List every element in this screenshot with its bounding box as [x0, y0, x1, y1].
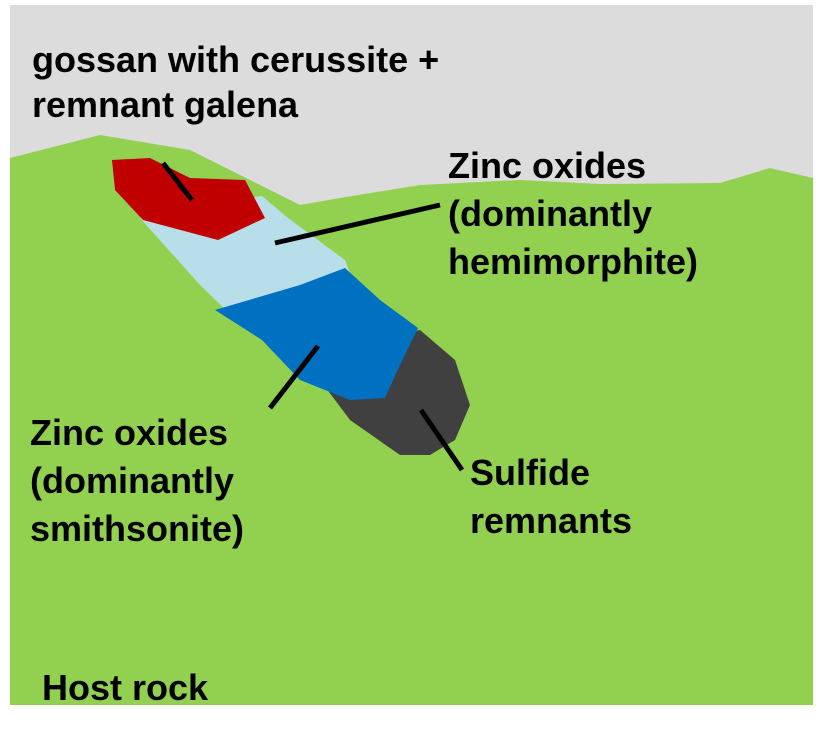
sulfide-label-line-2: remnants	[470, 500, 632, 541]
smithsonite-label-line-2: (dominantly	[30, 460, 234, 501]
hemimorphite-label-line-2: (dominantly	[448, 193, 652, 234]
gossan-label-line-2: remnant galena	[32, 84, 299, 125]
host-rock-label: Host rock	[42, 667, 209, 708]
smithsonite-label-line-3: smithsonite)	[30, 508, 244, 549]
smithsonite-label-line-1: Zinc oxides	[30, 412, 228, 453]
hemimorphite-label-line-3: hemimorphite)	[448, 241, 698, 282]
smithsonite-label: Zinc oxides (dominantly smithsonite)	[30, 412, 244, 549]
hemimorphite-label-line-1: Zinc oxides	[448, 145, 646, 186]
sulfide-label-line-1: Sulfide	[470, 452, 590, 493]
gossan-label-line-1: gossan with cerussite +	[32, 39, 439, 80]
